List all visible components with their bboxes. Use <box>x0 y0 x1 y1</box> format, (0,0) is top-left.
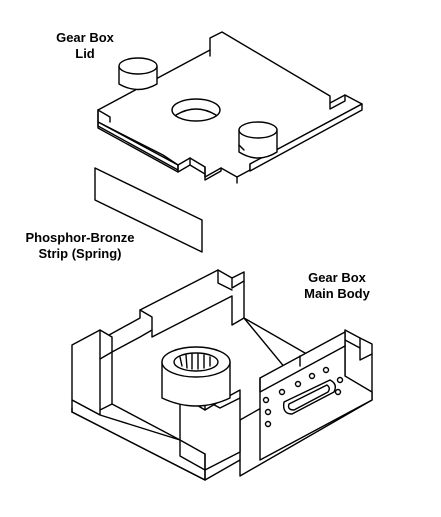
body-left-wall <box>71 329 113 416</box>
lid-right-post <box>238 121 278 159</box>
label-line: Phosphor-Bronze <box>25 230 135 245</box>
body-gear-cylinder <box>161 346 231 407</box>
lid-left-post <box>118 57 158 91</box>
label-phosphor-bronze-strip: Phosphor-Bronze Strip (Spring) <box>10 230 150 262</box>
label-line: Gear Box <box>56 30 114 45</box>
gear-box-lid <box>97 31 363 184</box>
label-gear-box-lid: Gear Box Lid <box>46 30 124 62</box>
label-line: Lid <box>75 46 95 61</box>
body-connector <box>262 366 344 428</box>
label-line: Main Body <box>304 286 370 301</box>
label-line: Gear Box <box>308 270 366 285</box>
body-back-wall <box>99 269 245 353</box>
label-line: Strip (Spring) <box>38 246 122 261</box>
lid-front-right-face <box>249 103 363 172</box>
phosphor-bronze-strip <box>94 167 203 253</box>
lid-top-face <box>97 31 363 178</box>
lid-center-hole <box>171 98 221 122</box>
gear-box-main-body <box>71 269 373 481</box>
label-gear-box-main-body: Gear Box Main Body <box>292 270 382 302</box>
